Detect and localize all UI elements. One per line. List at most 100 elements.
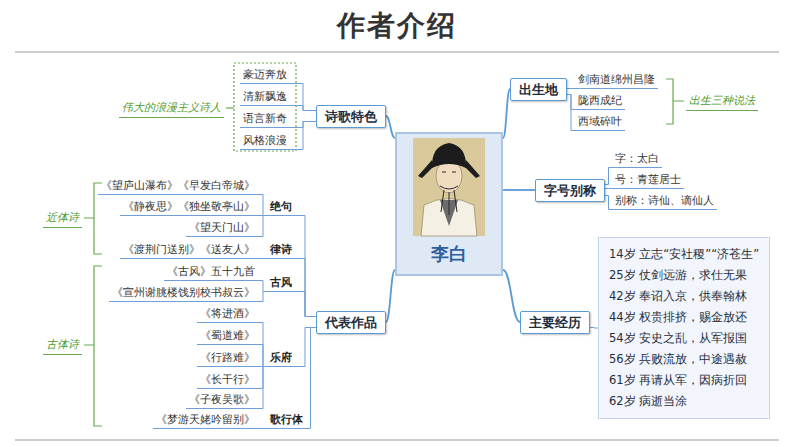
connector bbox=[290, 122, 316, 150]
note-label: 古体诗 bbox=[43, 336, 82, 355]
node-text: 《蜀道难》 bbox=[200, 328, 255, 342]
connector bbox=[605, 168, 612, 185]
leaf-item: 《望庐山瀑布》《早发白帝城》 bbox=[98, 177, 258, 195]
node-text: 风格浪漫 bbox=[243, 133, 287, 147]
group-outline bbox=[234, 63, 296, 151]
note-label: 出生三种说法 bbox=[686, 92, 758, 111]
connector bbox=[386, 116, 395, 138]
branch-box: 诗歌特色 bbox=[316, 105, 386, 128]
note-label: 近体诗 bbox=[43, 209, 82, 228]
connector bbox=[258, 281, 268, 292]
category-item: 绝句 bbox=[268, 198, 294, 216]
node-text: 剑南道绵州昌隆 bbox=[578, 72, 655, 86]
node-text: 伟大的浪漫主义诗人 bbox=[122, 100, 221, 115]
page-title: 作者介绍 bbox=[0, 6, 794, 46]
connector bbox=[258, 292, 268, 302]
leaf-item: 《渡荆门送别》《送友人》 bbox=[120, 241, 258, 259]
node-text: 字号别称 bbox=[544, 182, 596, 199]
node-text: 62岁 病逝当涂 bbox=[609, 391, 759, 412]
category-item: 古风 bbox=[268, 274, 294, 292]
bracket bbox=[84, 266, 102, 426]
leaf-item: 《蜀道难》 bbox=[197, 327, 258, 345]
category-item: 歌行体 bbox=[268, 411, 305, 429]
bottom-rule bbox=[15, 439, 779, 441]
node-text: 54岁 安史之乱，从军报国 bbox=[609, 328, 759, 349]
leaf-item: 剑南道绵州昌隆 bbox=[575, 71, 658, 89]
timeline-panel: 14岁 立志“安社稷”“济苍生”25岁 仗剑远游，求仕无果42岁 奉诏入京，供奉… bbox=[598, 237, 770, 419]
leaf-item: 风格浪漫 bbox=[240, 132, 290, 150]
leaf-item: 《将进酒》 bbox=[197, 305, 258, 323]
node-text: 绝句 bbox=[270, 199, 292, 213]
bracket bbox=[666, 79, 684, 124]
node-text: 《静夜思》《独坐敬亭山》 bbox=[123, 199, 255, 213]
node-text: 《宣州谢朓楼饯别校书叔云》 bbox=[112, 285, 255, 299]
leaf-item: 《梦游天姥吟留别》 bbox=[153, 411, 258, 429]
leaf-item: 《子夜吴歌》 bbox=[186, 391, 258, 409]
portrait bbox=[413, 138, 485, 236]
portrait-ground bbox=[413, 138, 485, 236]
connector bbox=[290, 84, 316, 111]
node-text: 出生地 bbox=[519, 81, 558, 98]
leaf-item: 《望天门山》 bbox=[186, 219, 258, 237]
leaf-item: 《长干行》 bbox=[197, 371, 258, 389]
portrait-beard bbox=[440, 186, 458, 215]
connector bbox=[503, 189, 535, 191]
title-rule bbox=[15, 51, 779, 53]
node-text: 古体诗 bbox=[46, 337, 79, 352]
branch-box: 主要经历 bbox=[520, 311, 590, 334]
connector bbox=[567, 88, 575, 89]
leaf-item: 字：太白 bbox=[612, 150, 662, 168]
connector bbox=[503, 89, 510, 138]
center-ground bbox=[395, 132, 503, 276]
branch-box: 代表作品 bbox=[316, 311, 386, 334]
bracket-line bbox=[226, 107, 234, 108]
node-text: 语言新奇 bbox=[243, 111, 287, 125]
connector bbox=[294, 292, 316, 317]
node-text: 25岁 仗剑远游，求仕无果 bbox=[609, 265, 759, 286]
connector bbox=[305, 328, 316, 429]
connector bbox=[294, 328, 316, 367]
connector bbox=[567, 95, 575, 131]
connector bbox=[386, 270, 395, 322]
node-text: 主要经历 bbox=[529, 314, 581, 331]
connector bbox=[294, 259, 316, 317]
node-text: 《长干行》 bbox=[200, 372, 255, 386]
node-text: 56岁 兵败流放，中途遇赦 bbox=[609, 349, 759, 370]
node-text: 乐府 bbox=[270, 350, 292, 364]
connector bbox=[258, 367, 268, 409]
leaf-item: 《古风》五十九首 bbox=[164, 263, 258, 281]
node-text: 歌行体 bbox=[270, 412, 303, 426]
node-text: 清新飘逸 bbox=[243, 89, 287, 103]
node-text: 《梦游天姥吟留别》 bbox=[156, 412, 255, 426]
connector bbox=[605, 188, 612, 189]
leaf-item: 陇西成纪 bbox=[575, 92, 625, 110]
node-text: 《望庐山瀑布》《早发白帝城》 bbox=[101, 178, 255, 192]
leaf-item: 《行路难》 bbox=[197, 349, 258, 367]
bracket bbox=[84, 183, 102, 254]
node-text: 李白 bbox=[397, 240, 501, 268]
leaf-item: 语言新奇 bbox=[240, 110, 290, 128]
node-text: 古风 bbox=[270, 275, 292, 289]
category-item: 律诗 bbox=[268, 241, 294, 259]
node-text: 别称：诗仙、谪仙人 bbox=[615, 193, 714, 207]
node-text: 西域碎叶 bbox=[578, 114, 622, 128]
leaf-item: 《宣州谢朓楼饯别校书叔云》 bbox=[109, 284, 258, 302]
node-text: 《子夜吴歌》 bbox=[189, 392, 255, 406]
node-text: 近体诗 bbox=[46, 210, 79, 225]
node-text: 《古风》五十九首 bbox=[167, 264, 255, 278]
node-text: 44岁 权贵排挤，赐金放还 bbox=[609, 307, 759, 328]
node-text: 42岁 奉诏入京，供奉翰林 bbox=[609, 286, 759, 307]
node-text: 字：太白 bbox=[615, 151, 659, 165]
leaf-item: 号：青莲居士 bbox=[612, 171, 684, 189]
node-text: 豪迈奔放 bbox=[243, 67, 287, 81]
node-text: 61岁 再请从军，因病折回 bbox=[609, 370, 759, 391]
leaf-item: 豪迈奔放 bbox=[240, 66, 290, 84]
connector bbox=[503, 270, 520, 322]
category-item: 乐府 bbox=[268, 349, 294, 367]
connector bbox=[258, 345, 268, 367]
node-text: 号：青莲居士 bbox=[615, 172, 681, 186]
node-text: 《将进酒》 bbox=[200, 306, 255, 320]
node-text: 《行路难》 bbox=[200, 350, 255, 364]
portrait-hat-wing bbox=[418, 160, 480, 178]
